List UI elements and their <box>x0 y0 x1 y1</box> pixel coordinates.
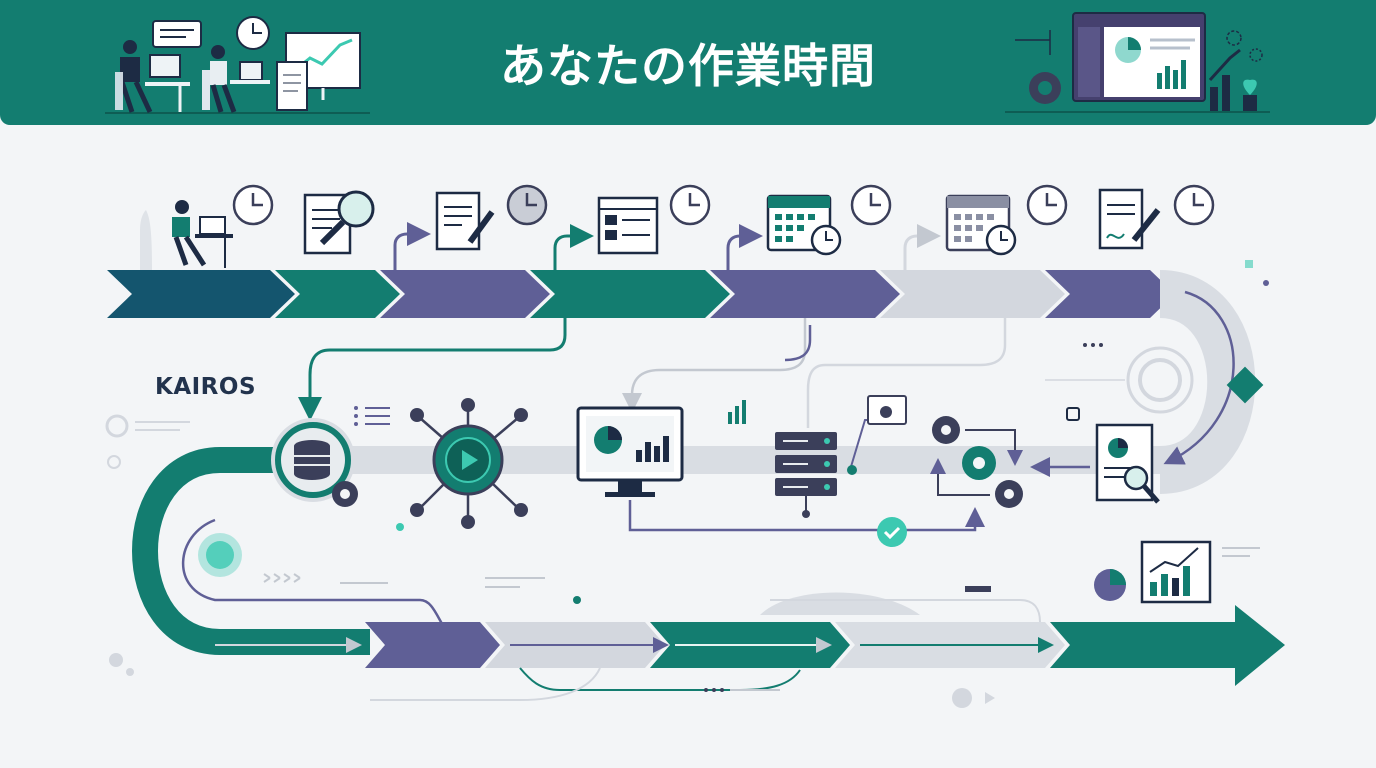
calendar-clock-icon <box>945 184 1068 256</box>
database-gear-icon <box>271 418 358 507</box>
document-sign-icon <box>1098 184 1215 250</box>
page-title: あなたの作業時間 <box>500 39 876 93</box>
timeline-chevrons <box>107 270 1175 318</box>
return-arrow-right <box>1163 290 1235 465</box>
decorative-elements <box>105 260 1269 708</box>
network-hub-icon <box>410 398 528 529</box>
worker-at-laptop-icon <box>140 184 274 270</box>
brand-label: KAIROS <box>155 374 257 400</box>
process-track <box>300 446 1160 474</box>
document-edit-icon <box>435 184 548 251</box>
office-workers-illustration <box>105 16 370 114</box>
output-chevrons <box>215 592 1285 686</box>
calendar-clock-icon <box>766 184 892 256</box>
u-turn-track-left <box>132 447 370 655</box>
diamond-marker <box>1226 366 1264 404</box>
document-search-icon <box>303 190 375 255</box>
analytics-dashboard-illustration <box>1005 12 1270 113</box>
server-rack-icon <box>775 395 907 518</box>
browser-window-icon <box>597 184 711 255</box>
report-search-icon <box>1095 423 1160 504</box>
monitor-chart-icon <box>576 406 684 497</box>
result-chart-icon <box>1094 540 1212 604</box>
gears-cycle-icon <box>877 416 1023 547</box>
